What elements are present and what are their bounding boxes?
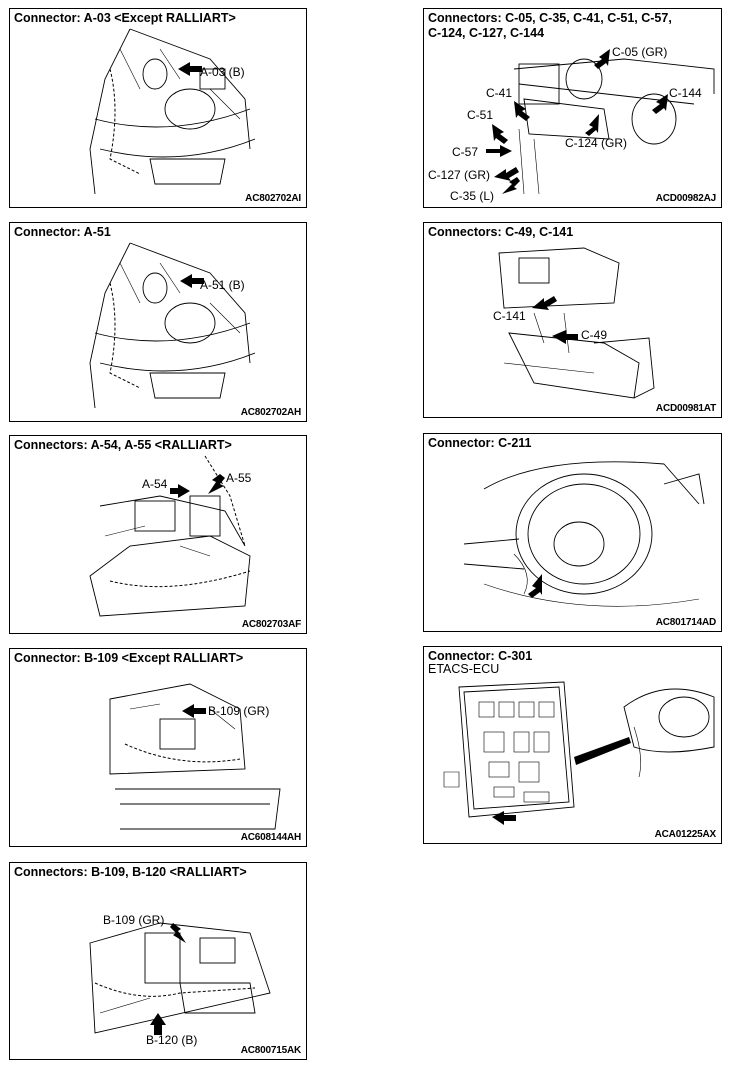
label-c127: C-127 (GR)	[428, 168, 491, 182]
figure-code: ACD00981AT	[655, 403, 716, 414]
label-c49: C-49	[581, 328, 608, 342]
label-a54: A-54	[142, 477, 168, 491]
panel-title: Connector: B-109 <Except RALLIART>	[14, 651, 244, 665]
engine-bay-illustration	[89, 455, 251, 617]
figure-code: AC802703AF	[241, 619, 301, 630]
engine-bay-illustration	[89, 242, 256, 409]
label-b120: B-120 (B)	[146, 1033, 198, 1047]
panel-a51: Connector: A-51 A-51 (B) AC802702AH	[9, 222, 307, 422]
label-b109: B-109 (GR)	[208, 704, 270, 718]
panel-title: Connector: C-211	[428, 436, 532, 450]
console-illustration	[498, 247, 655, 399]
label-c05: C-05 (GR)	[612, 45, 668, 59]
panel-title: Connectors: C-49, C-141	[428, 225, 574, 239]
label-c57: C-57	[452, 145, 479, 159]
panel-a54-a55: Connectors: A-54, A-55 <RALLIART> A-54 A…	[9, 435, 307, 634]
label-c124: C-124 (GR)	[565, 136, 628, 150]
label-a55: A-55	[226, 471, 252, 485]
panel-c301: Connector: C-301 ETACS-ECU ACA01225AX	[423, 646, 722, 844]
engine-bay-illustration	[89, 28, 256, 195]
panel-c-group: Connectors: C-05, C-35, C-41, C-51, C-57…	[423, 8, 722, 208]
label-c41: C-41	[486, 86, 513, 100]
figure-code: ACA01225AX	[654, 829, 717, 840]
panel-c211: Connector: C-211 AC801714AD	[423, 433, 722, 632]
label-c35: C-35 (L)	[450, 189, 495, 203]
label-a03: A-03 (B)	[200, 65, 245, 79]
panel-c49-c141: Connectors: C-49, C-141 C-141 C-49 ACD00…	[423, 222, 722, 418]
engine-bay-illustration	[89, 922, 271, 1035]
figure-code: AC800715AK	[240, 1045, 301, 1056]
figure-code: AC802702AI	[245, 193, 301, 204]
label-b109: B-109 (GR)	[103, 913, 165, 927]
label-c51: C-51	[467, 108, 494, 122]
label-a51: A-51 (B)	[200, 278, 245, 292]
panel-a03: Connector: A-03 <Except RALLIART> A-03 (…	[9, 8, 307, 208]
etacs-ecu-illustration	[443, 681, 715, 825]
panel-title: Connector: A-51	[14, 225, 111, 239]
steering-wheel-illustration	[463, 461, 705, 607]
panel-title: Connectors: C-05, C-35, C-41, C-51, C-57…	[428, 11, 672, 40]
etacs-ecu-label: ETACS-ECU	[428, 662, 500, 676]
engine-bay-illustration	[109, 683, 281, 830]
label-c144: C-144	[669, 86, 702, 100]
label-c141: C-141	[493, 309, 526, 323]
figure-code: ACD00982AJ	[655, 193, 716, 204]
panel-title: Connector: C-301	[428, 649, 533, 663]
panel-b109: Connector: B-109 <Except RALLIART> B-109…	[9, 648, 307, 847]
panel-title: Connector: A-03 <Except RALLIART>	[14, 11, 236, 25]
panel-b109-b120: Connectors: B-109, B-120 <RALLIART> B-10…	[9, 862, 307, 1060]
figure-code: AC801714AD	[655, 617, 716, 628]
figure-code: AC608144AH	[240, 832, 301, 843]
dashboard-illustration	[486, 49, 715, 195]
figure-code: AC802702AH	[240, 407, 301, 418]
panel-title: Connectors: B-109, B-120 <RALLIART>	[14, 865, 247, 879]
panel-title: Connectors: A-54, A-55 <RALLIART>	[14, 438, 232, 452]
